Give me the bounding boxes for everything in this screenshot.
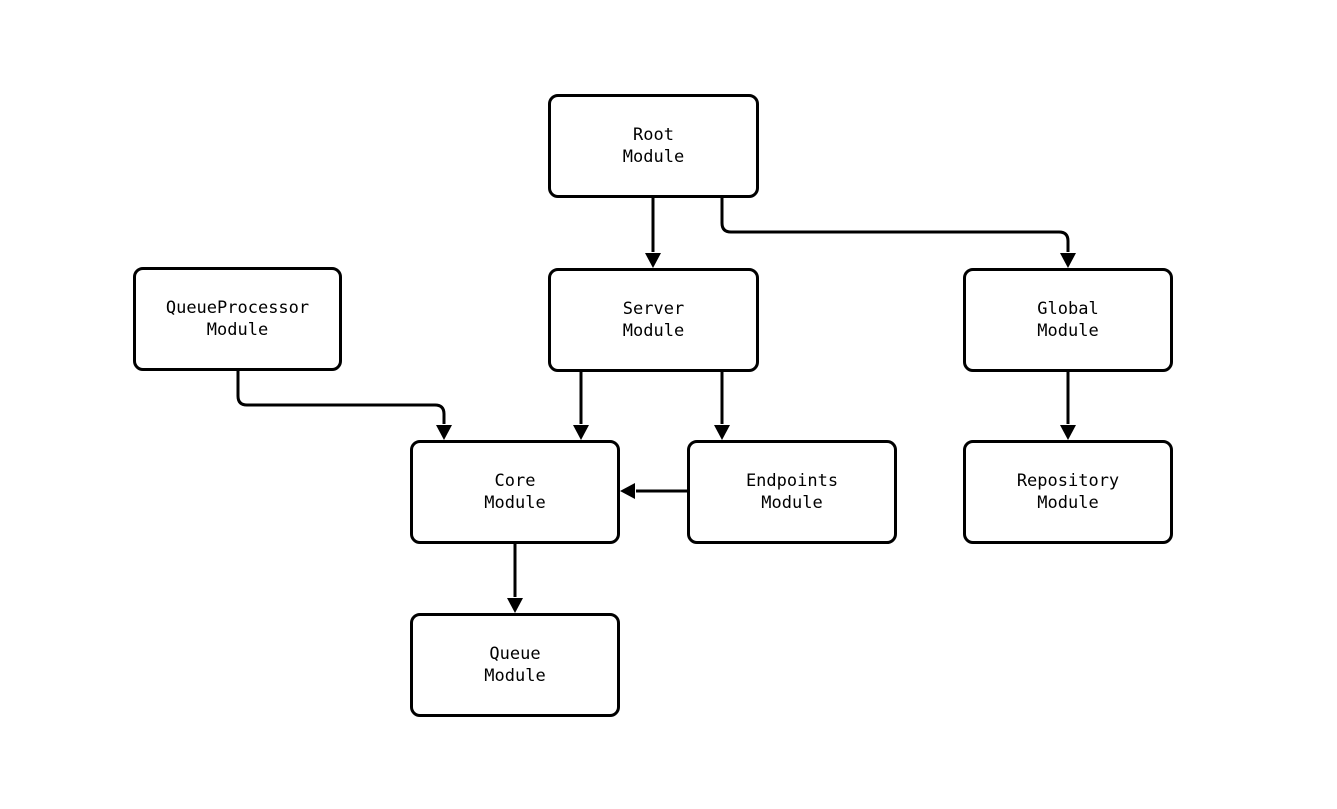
root-module-node-label-line1: Root xyxy=(633,125,674,145)
edge-root-to-global xyxy=(720,198,1076,268)
global-module-node-label-line1: Global xyxy=(1037,299,1099,319)
edge-queueprocessor-to-core-line xyxy=(236,371,446,424)
edge-endpoints-to-core xyxy=(620,483,687,499)
edge-global-to-repository xyxy=(1060,372,1076,440)
edge-endpoints-to-core-arrowhead-icon xyxy=(620,483,635,499)
edge-queueprocessor-to-core-arrowhead-icon xyxy=(436,425,452,440)
server-module-node-label-line2: Module xyxy=(622,321,685,341)
edge-root-to-server xyxy=(645,198,661,268)
queueprocessor-module-node-label-line2: Module xyxy=(206,320,269,340)
edge-server-to-endpoints-arrowhead-icon xyxy=(714,425,730,440)
queue-module-node-label-line1: Queue xyxy=(489,644,541,664)
core-module-node-label-line2: Module xyxy=(484,493,546,513)
edge-queueprocessor-to-core xyxy=(236,371,452,440)
root-module-node-label-line2: Module xyxy=(622,147,685,167)
edge-root-to-global-arrowhead-icon xyxy=(1060,253,1076,268)
edge-root-to-server-arrowhead-icon xyxy=(645,253,661,268)
repository-module-node-label-line2: Module xyxy=(1037,493,1099,513)
core-module-node-label-line1: Core xyxy=(494,471,536,491)
edge-core-to-queue xyxy=(507,544,523,613)
endpoints-module-node-label-line2: Module xyxy=(761,493,823,513)
edge-core-to-queue-arrowhead-icon xyxy=(507,598,523,613)
global-module-node-label-line2: Module xyxy=(1037,321,1099,341)
queue-module-node-label-line2: Module xyxy=(484,666,546,686)
edge-root-to-global-line xyxy=(720,198,1070,252)
edge-global-to-repository-arrowhead-icon xyxy=(1060,425,1076,440)
server-module-node-label-line1: Server xyxy=(622,299,685,319)
edge-server-to-core-arrowhead-icon xyxy=(573,425,589,440)
repository-module-node-label-line1: Repository xyxy=(1016,471,1120,491)
edge-server-to-endpoints xyxy=(714,372,730,440)
endpoints-module-node-label-line1: Endpoints xyxy=(745,471,839,491)
edge-server-to-core xyxy=(573,372,589,440)
queueprocessor-module-node-label-line1: QueueProcessor xyxy=(165,298,310,318)
